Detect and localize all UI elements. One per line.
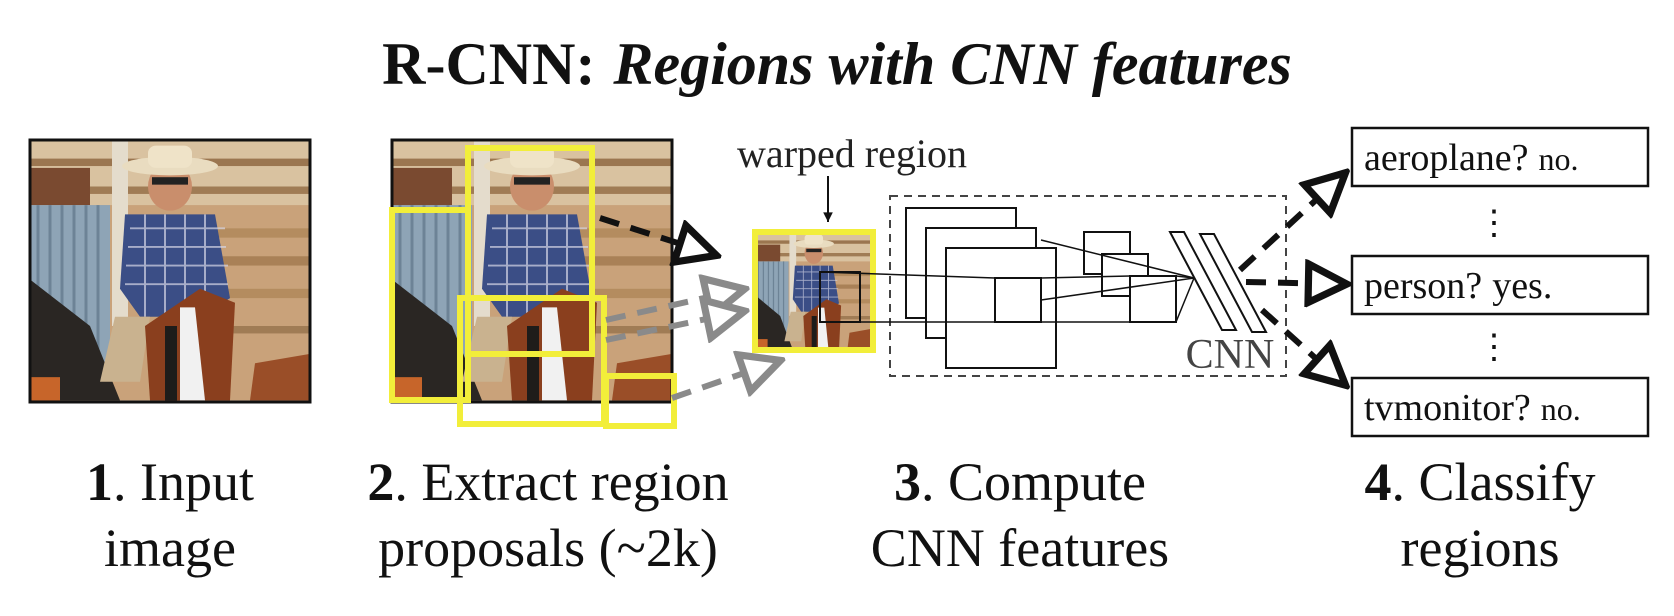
class-box-aeroplane: aeroplane? no. [1350,126,1650,188]
ellipsis-top: ⋮ [1477,205,1511,242]
arrow-to-person [1245,282,1342,284]
arrow-proposal-to-warp-3 [605,312,740,340]
svg-text:4. Classify: 4. Classify [1364,452,1595,512]
step-text-line2: CNN features [871,518,1169,578]
arrow-proposal-to-warp-1 [599,215,712,254]
svg-text:2. Extract region: 2. Extract region [367,452,728,512]
step-number: 4 [1364,452,1391,512]
class-answer: no. [1541,391,1581,427]
class-name: person? [1364,265,1482,307]
proposals-image [389,138,677,429]
arrow-to-aeroplane [1237,176,1342,273]
classify-arrows [1237,176,1342,382]
step-caption-3: 3. Compute CNN features [871,452,1169,578]
svg-text:person? yes.: person? yes. [1364,265,1552,307]
step-number: 1 [86,452,113,512]
step-text-line1: . Extract region [394,452,728,512]
proposal-box-horse [457,295,607,427]
step-caption-2: 2. Extract region proposals (~2k) [367,452,728,578]
input-image [28,138,312,404]
diagram-title: R-CNN: Regions with CNN features [382,31,1292,97]
cnn-dashed-border [889,195,1287,377]
cnn-label: CNN [1186,332,1275,378]
proposal-box-small [603,373,677,429]
arrow-to-tvmonitor [1259,307,1342,382]
arrow-proposal-to-warp-4 [671,362,776,401]
step-text-line2: proposals (~2k) [378,518,718,578]
class-box-tvmonitor: tvmonitor? no. [1350,376,1650,438]
warped-region-image [752,229,876,353]
warped-region-label: warped region [737,131,967,176]
svg-text:1. Input: 1. Input [86,452,254,512]
class-name: tvmonitor? [1364,387,1531,429]
step-number: 2 [367,452,394,512]
step-text-line2: image [104,518,236,578]
step-number: 3 [894,452,921,512]
title-prefix: R-CNN: [382,31,595,97]
ellipsis-bottom: ⋮ [1477,329,1511,366]
proposal-box-gate [389,207,471,403]
arrow-proposal-to-warp-2 [605,290,740,323]
proposal-boxes [389,145,677,429]
class-answer: yes. [1492,265,1552,307]
title-italic: Regions with CNN features [612,31,1291,97]
svg-text:3. Compute: 3. Compute [894,452,1146,512]
class-name: aeroplane? [1364,137,1529,179]
step-text-line1: . Classify [1391,452,1595,512]
svg-text:aeroplane? no.: aeroplane? no. [1364,137,1579,179]
class-box-person: person? yes. [1350,254,1650,316]
class-answer: no. [1539,141,1579,177]
cnn-block: CNN [819,195,1287,378]
step-caption-4: 4. Classify regions [1364,452,1595,578]
step-text-line1: . Input [113,452,254,512]
proposal-arrows [599,215,776,401]
step-text-line1: . Compute [921,452,1146,512]
step-caption-1: 1. Input image [86,452,254,578]
svg-text:tvmonitor? no.: tvmonitor? no. [1364,387,1581,429]
step-text-line2: regions [1401,518,1560,578]
